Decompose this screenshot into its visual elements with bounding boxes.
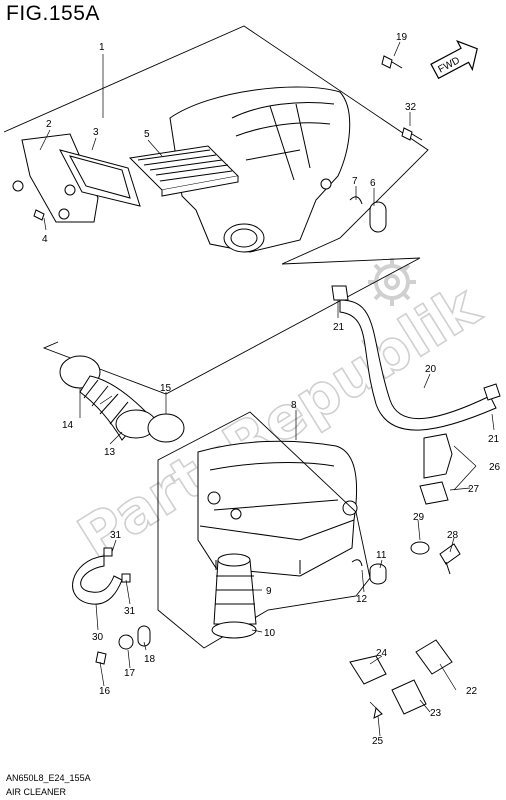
callouts: 1 2 3 5 4 19 32 7 6 21 20 21 14 13 15 8 … [42, 32, 501, 747]
leader-lines [39, 41, 495, 737]
callout-20: 20 [425, 364, 437, 375]
callout-11: 11 [376, 550, 387, 561]
intake-tube [59, 355, 185, 443]
cap-and-clip-lower [351, 559, 387, 585]
callout-5: 5 [144, 129, 150, 140]
cap-and-clip [349, 196, 387, 233]
figure-title: FIG.155A [6, 2, 100, 25]
lower-duct [211, 553, 257, 639]
callout-31a: 31 [110, 530, 122, 541]
callout-9: 9 [266, 586, 272, 597]
callout-1: 1 [99, 42, 105, 53]
callout-21b: 21 [488, 434, 500, 445]
callout-3: 3 [93, 127, 99, 138]
bracket-and-gasket [12, 133, 141, 223]
callout-8: 8 [291, 400, 297, 411]
upper-air-box [169, 86, 351, 253]
callout-31b: 31 [124, 606, 136, 617]
callout-18: 18 [144, 654, 156, 665]
bolt-icons [381, 55, 423, 141]
callout-7: 7 [352, 176, 358, 187]
drain-hose [72, 547, 131, 605]
callout-4: 4 [42, 234, 48, 245]
callout-13: 13 [104, 447, 116, 458]
section-name: AIR CLEANER [6, 787, 67, 797]
filter-element [128, 145, 240, 197]
callout-21a: 21 [333, 322, 345, 333]
callout-22: 22 [466, 686, 478, 697]
callout-29: 29 [413, 512, 425, 523]
callout-19: 19 [396, 32, 408, 43]
callout-14: 14 [62, 420, 74, 431]
fwd-arrow-icon: FWD [430, 40, 478, 80]
callout-12: 12 [356, 594, 368, 605]
lower-assembly-frame [157, 411, 371, 649]
callout-26: 26 [489, 462, 501, 473]
callout-17: 17 [124, 668, 136, 679]
grommet-parts [95, 625, 151, 665]
callout-27: 27 [468, 484, 480, 495]
harness-parts [349, 639, 453, 719]
callout-2: 2 [46, 119, 52, 130]
sensor-parts [410, 433, 461, 575]
callout-15: 15 [160, 383, 172, 394]
callout-32: 32 [405, 102, 417, 113]
breather-hose [331, 285, 501, 431]
callout-23: 23 [430, 708, 442, 719]
callout-25: 25 [372, 736, 384, 747]
callout-6: 6 [370, 178, 376, 189]
model-code: AN650L8_E24_155A [6, 773, 91, 783]
callout-16: 16 [99, 686, 111, 697]
callout-10: 10 [264, 628, 276, 639]
callout-24: 24 [376, 648, 388, 659]
callout-30: 30 [92, 632, 104, 643]
callout-28: 28 [447, 530, 459, 541]
